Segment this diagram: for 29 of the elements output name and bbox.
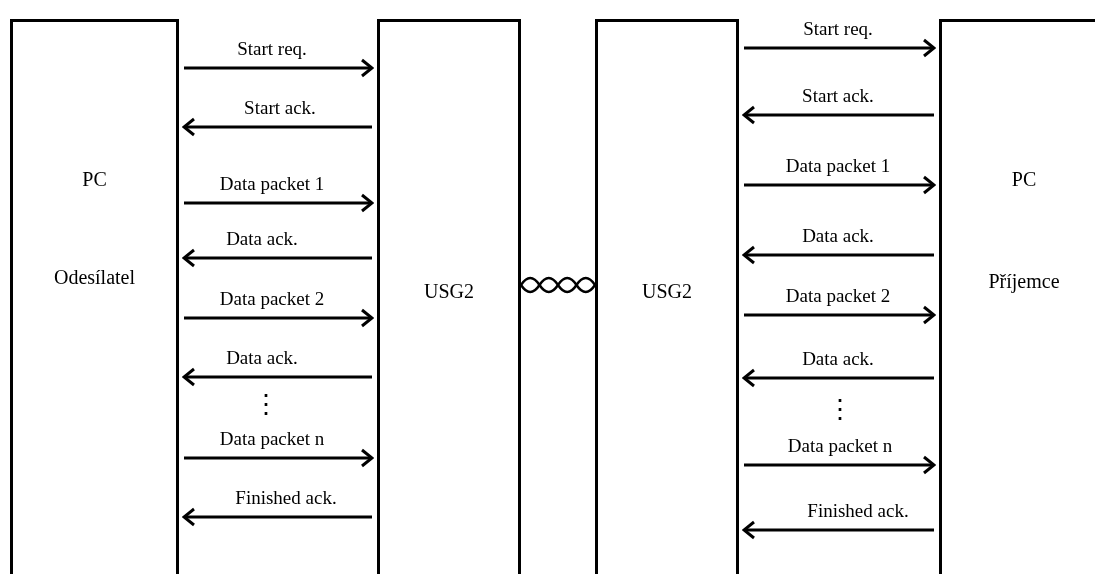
vertical-ellipsis: ⋮	[827, 394, 853, 426]
arrow	[184, 193, 374, 213]
arrow	[742, 368, 934, 388]
device-label: PC	[81, 167, 108, 191]
device-box	[377, 19, 521, 574]
arrow	[742, 245, 934, 265]
arrow	[184, 308, 374, 328]
arrow	[742, 520, 934, 540]
arrow	[184, 448, 374, 468]
arrow	[182, 117, 372, 137]
arrow	[744, 38, 936, 58]
device-box	[10, 19, 179, 574]
arrow	[742, 105, 934, 125]
device-label: Odesílatel	[52, 265, 137, 289]
arrow	[182, 367, 372, 387]
device-label: PC	[1010, 167, 1038, 191]
device-label: USG2	[423, 279, 475, 303]
device-box	[595, 19, 739, 574]
device-box	[939, 19, 1095, 574]
vertical-ellipsis: ⋮	[253, 389, 279, 421]
arrow	[744, 305, 936, 325]
arrow	[182, 507, 372, 527]
device-label: USG2	[641, 279, 693, 303]
arrow	[182, 248, 372, 268]
arrow	[744, 175, 936, 195]
device-label: Příjemce	[987, 269, 1061, 293]
arrow	[184, 58, 374, 78]
arrow	[744, 455, 936, 475]
twisted-pair-cable	[519, 276, 597, 294]
